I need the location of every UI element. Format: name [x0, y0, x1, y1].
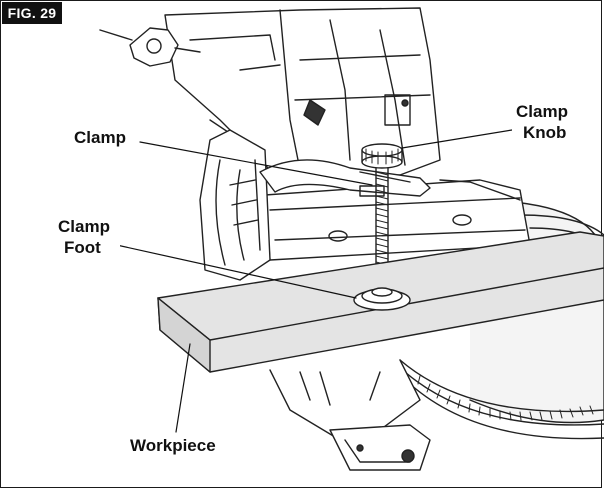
- blade-guard: [199, 129, 271, 281]
- leader-workpiece: [175, 343, 191, 433]
- label-clamp-knob-line2: Knob: [523, 123, 566, 142]
- label-clamp: Clamp: [74, 128, 126, 147]
- saw-head: [99, 7, 441, 181]
- leader-clamp-foot: [111, 243, 357, 299]
- leader-clamp: [139, 141, 373, 186]
- saw-base: [269, 359, 431, 471]
- callout-labels: Clamp Clamp Knob Clamp Foot Workpiece: [54, 100, 576, 456]
- figure-badge: FIG. 29: [2, 2, 62, 24]
- leader-clamp-knob: [401, 129, 513, 149]
- clamp-foot: [353, 287, 411, 311]
- label-clamp-knob-line1: Clamp: [516, 102, 568, 121]
- label-clamp-foot-line1: Clamp: [58, 217, 110, 236]
- label-workpiece: Workpiece: [130, 436, 216, 455]
- label-clamp-foot-line2: Foot: [64, 238, 101, 257]
- fence: [264, 179, 531, 261]
